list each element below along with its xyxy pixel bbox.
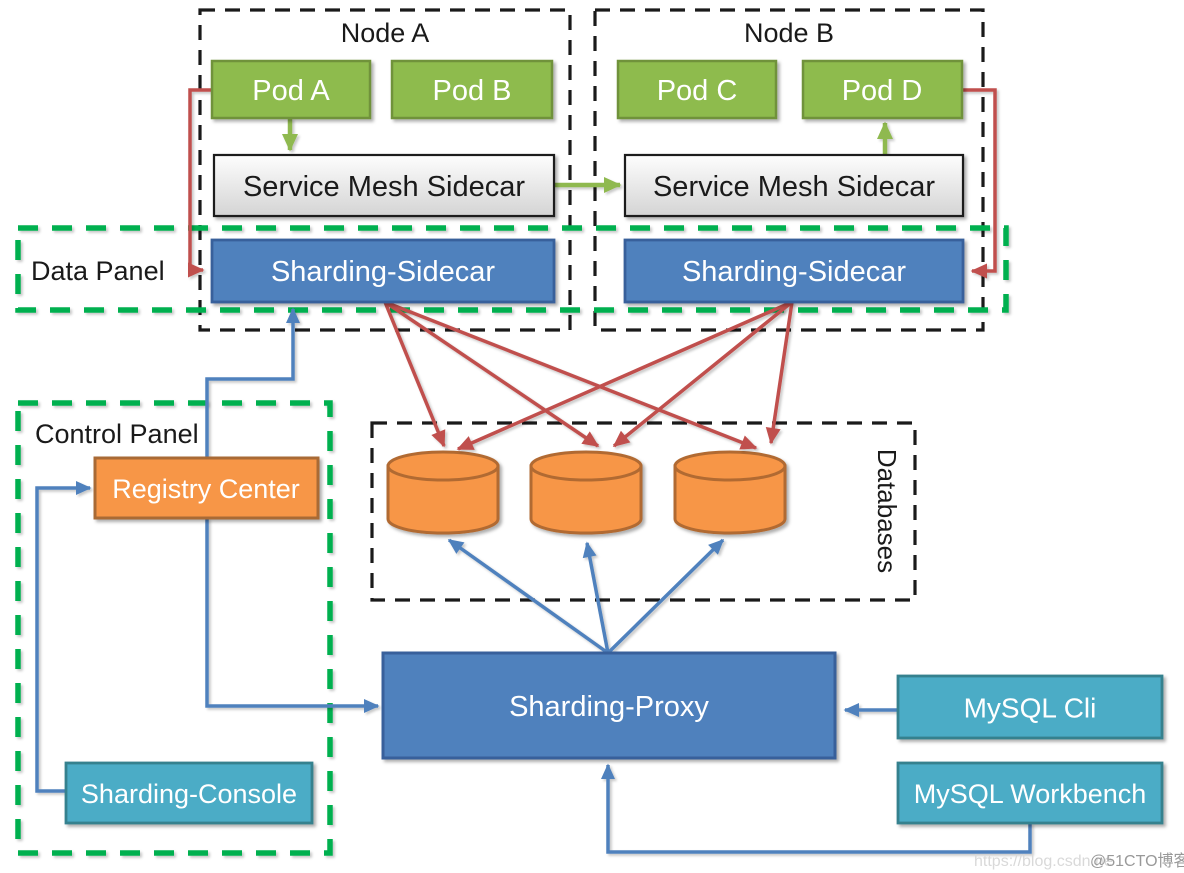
labels: Node A Node B Pod A Pod B Pod C Pod D Se…: [31, 18, 1146, 809]
edge-proxy-to-db2: [582, 541, 610, 654]
edge-pod-d-to-sidecar-b: [962, 88, 997, 279]
sharding-proxy-box: [381, 651, 837, 760]
edge-sidecar-a-to-db1: [383, 301, 446, 448]
pod-c-label: Pod C: [657, 75, 738, 107]
service-mesh-sidecar-b-box: [623, 153, 965, 218]
pod-d-label: Pod D: [842, 75, 923, 107]
service-mesh-sidecar-a-label: Service Mesh Sidecar: [243, 171, 525, 203]
watermark-badge: @51CTO博客: [1090, 852, 1184, 870]
sharding-console-label: Sharding-Console: [81, 779, 297, 809]
sharding-sidecar-b-box: [623, 238, 965, 304]
pod-d-box: [801, 59, 964, 120]
mysql-cli-box: [896, 674, 1164, 740]
edge-console-to-registry: [35, 481, 92, 793]
edge-workbench-to-proxy: [601, 763, 1032, 854]
pod-a-box: [210, 59, 372, 120]
databases-frame: [370, 421, 917, 602]
database-cylinder-3: [673, 450, 787, 535]
databases-label: Databases: [872, 449, 902, 573]
edge-proxy-to-db3: [606, 538, 725, 655]
database-cylinder-2: [529, 450, 643, 535]
edge-proxy-to-db1: [447, 538, 610, 655]
data-panel-label: Data Panel: [31, 256, 165, 286]
mysql-workbench-box: [896, 761, 1164, 825]
watermark: https://blog.csdn.ne @51CTO博客: [974, 852, 1184, 870]
edge-pod-a-to-sidecar-a: [188, 88, 212, 278]
edge-sidecar-b-to-db3: [765, 301, 794, 445]
edge-sidecar-a-to-db3: [384, 300, 758, 450]
registry-center-box: [93, 456, 320, 520]
data-panel-frame: [15, 225, 1009, 313]
edge-sidecar-b-to-db1: [456, 300, 793, 451]
sharding-console-box: [64, 761, 314, 825]
control-panel-frame: [15, 400, 333, 856]
service-mesh-sidecar-b-label: Service Mesh Sidecar: [653, 171, 935, 203]
group-frames: [15, 8, 1009, 856]
pod-b-label: Pod B: [433, 75, 512, 107]
sharding-sidecar-a-label: Sharding-Sidecar: [271, 256, 495, 288]
pod-c-box: [616, 59, 778, 120]
edge-registry-to-proxy: [205, 518, 380, 713]
solid-boxes: [64, 59, 1164, 825]
mysql-workbench-label: MySQL Workbench: [914, 779, 1147, 809]
edge-sidecar-b-to-db2: [612, 300, 794, 448]
service-mesh-sidecar-a-box: [212, 153, 556, 218]
node-a-frame: [198, 8, 572, 332]
sharding-proxy-label: Sharding-Proxy: [509, 691, 709, 723]
control-panel-label: Control Panel: [35, 419, 199, 449]
database-cylinders: [386, 450, 787, 535]
node-b-label: Node B: [744, 18, 834, 48]
watermark-url: https://blog.csdn.ne: [974, 853, 1113, 870]
registry-center-label: Registry Center: [112, 474, 300, 504]
edge-registry-to-sidecar-a: [205, 307, 300, 458]
mysql-cli-label: MySQL Cli: [964, 693, 1097, 724]
sharding-sidecar-a-box: [210, 238, 556, 304]
edge-sidecar-a-to-db2: [384, 300, 600, 448]
pod-b-box: [390, 59, 554, 120]
pod-a-label: Pod A: [252, 75, 330, 107]
sharding-sidecar-b-label: Sharding-Sidecar: [682, 256, 906, 288]
connectors: [35, 88, 1032, 854]
node-a-label: Node A: [341, 18, 430, 48]
database-cylinder-1: [386, 450, 500, 535]
